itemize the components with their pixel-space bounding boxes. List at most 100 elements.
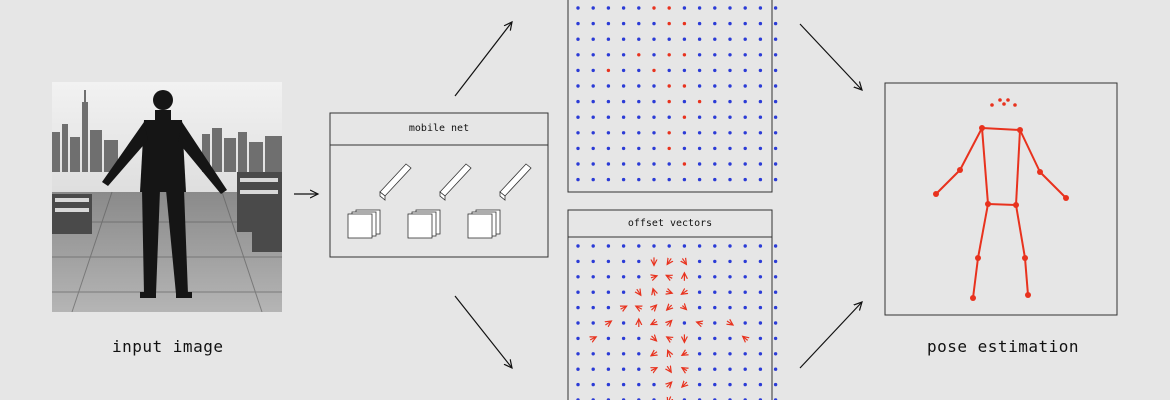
offset-arrow-icon xyxy=(667,366,671,372)
grid-dot xyxy=(682,68,687,73)
grid-dot xyxy=(591,275,595,279)
grid-dot xyxy=(637,131,641,135)
grid-dot xyxy=(713,99,717,104)
grid-dot xyxy=(713,352,717,356)
grid-dot xyxy=(606,162,611,166)
grid-dot xyxy=(728,275,732,279)
grid-dot xyxy=(652,53,656,57)
grid-dot xyxy=(606,259,611,264)
offset-arrow-icon xyxy=(605,321,611,325)
grid-dot xyxy=(637,352,641,356)
grid-dot xyxy=(713,275,717,279)
grid-dot xyxy=(621,259,626,264)
grid-dot xyxy=(697,146,702,151)
offset-arrow-icon xyxy=(697,322,703,324)
grid-dot xyxy=(682,6,687,10)
grid-dot xyxy=(697,290,702,294)
grid-dot xyxy=(713,321,717,325)
grid-dot xyxy=(697,84,702,88)
cube-icon xyxy=(347,209,381,239)
grid-dot xyxy=(728,131,732,135)
grid-dot xyxy=(773,352,778,356)
grid-dot xyxy=(713,382,717,387)
grid-dot xyxy=(743,305,747,310)
grid-dot xyxy=(713,6,717,10)
grid-dot xyxy=(621,146,626,151)
offset-arrow-icon xyxy=(682,352,687,355)
offset-arrow-icon xyxy=(667,321,672,326)
grid-dot xyxy=(682,162,687,166)
grid-dot xyxy=(758,21,763,26)
grid-dot xyxy=(652,131,656,135)
grid-dot xyxy=(667,99,671,104)
grid-dot xyxy=(728,177,732,182)
grid-dot xyxy=(682,84,687,88)
grid-dot xyxy=(713,290,717,294)
grid-dot xyxy=(758,259,763,264)
grid-dot xyxy=(773,367,778,371)
grid-dot xyxy=(667,37,671,41)
grid-dot xyxy=(743,115,747,119)
grid-dot xyxy=(743,275,747,279)
offset-arrow-icon xyxy=(668,396,671,400)
grid-dot xyxy=(667,68,671,73)
grid-dot xyxy=(697,275,702,279)
offset-arrow-icon xyxy=(652,305,657,310)
grid-dot xyxy=(773,275,778,279)
grid-dot xyxy=(637,115,641,119)
grid-dot xyxy=(728,146,732,151)
grid-dot xyxy=(743,37,747,41)
grid-dot xyxy=(697,53,702,57)
grid-dot xyxy=(652,99,656,104)
grid-dot xyxy=(576,68,580,73)
grid-dot xyxy=(728,305,732,310)
grid-dot xyxy=(591,131,595,135)
grid-dot xyxy=(697,352,702,356)
grid-dot xyxy=(697,244,702,248)
grid-dot xyxy=(682,244,687,248)
grid-dot xyxy=(637,84,641,88)
grid-dot xyxy=(652,21,656,26)
grid-dot xyxy=(652,68,656,73)
grid-dot xyxy=(773,321,778,325)
offset-grid xyxy=(576,244,778,400)
grid-dot xyxy=(621,53,626,57)
grid-dot xyxy=(682,146,687,151)
grid-dot xyxy=(773,336,778,341)
grid-dot xyxy=(697,162,702,166)
grid-dot xyxy=(576,275,580,279)
grid-dot xyxy=(743,290,747,294)
grid-dot xyxy=(713,367,717,371)
grid-dot xyxy=(606,382,611,387)
grid-dot xyxy=(758,244,763,248)
cube-icon xyxy=(467,209,501,239)
grid-dot xyxy=(667,6,671,10)
grid-dot xyxy=(606,115,611,119)
grid-dot xyxy=(606,305,611,310)
grid-dot xyxy=(576,321,580,325)
grid-dot xyxy=(621,382,626,387)
grid-dot xyxy=(637,146,641,151)
grid-dot xyxy=(637,6,641,10)
grid-dot xyxy=(621,68,626,73)
grid-dot xyxy=(758,162,763,166)
grid-dot xyxy=(652,244,656,248)
grid-dot xyxy=(621,352,626,356)
grid-dot xyxy=(576,6,580,10)
grid-dot xyxy=(697,6,702,10)
grid-dot xyxy=(591,382,595,387)
grid-dot xyxy=(743,177,747,182)
grid-dot xyxy=(621,6,626,10)
grid-dot xyxy=(697,37,702,41)
grid-dot xyxy=(621,37,626,41)
grid-dot xyxy=(667,21,671,26)
grid-dot xyxy=(713,53,717,57)
cube-icon xyxy=(407,209,441,239)
grid-dot xyxy=(591,305,595,310)
offset-vectors-title: offset vectors xyxy=(627,218,713,229)
grid-dot xyxy=(591,352,595,356)
grid-dot xyxy=(576,146,580,151)
grid-dot xyxy=(773,6,778,10)
grid-dot xyxy=(606,177,611,182)
